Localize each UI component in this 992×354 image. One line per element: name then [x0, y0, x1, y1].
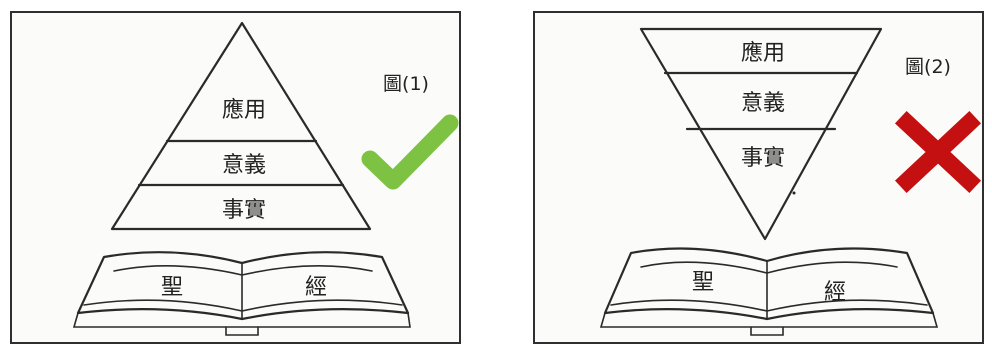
figure-1-panel: 應用 意義 事實 圖(1) 聖 經	[10, 11, 461, 344]
layer-meaning-label: 意義	[222, 153, 266, 178]
figure-2-diagram: 應用 意義 事實 圖(2) 聖 經	[535, 13, 982, 342]
figure-2-caption: 圖(2)	[905, 56, 951, 78]
check-mark-icon	[370, 123, 450, 181]
dot-mark	[793, 192, 796, 195]
book-right-label: 經	[305, 275, 327, 300]
figure-1-diagram: 應用 意義 事實 圖(1) 聖 經	[12, 13, 459, 342]
figure-2-panel: 應用 意義 事實 圖(2) 聖 經	[533, 11, 984, 344]
layer-meaning-label: 意義	[741, 91, 785, 116]
book-left-label: 聖	[161, 275, 183, 300]
layer-fact-label: 事實	[222, 198, 266, 223]
layer-fact-label: 事實	[741, 146, 785, 171]
book-left-label: 聖	[692, 270, 714, 295]
cross-mark-icon	[907, 123, 969, 181]
layer-application-label: 應用	[222, 97, 266, 123]
open-book-icon	[74, 252, 410, 335]
layer-application-label: 應用	[741, 40, 785, 66]
book-right-label: 經	[824, 280, 846, 305]
figure-1-caption: 圖(1)	[383, 73, 429, 95]
open-book-icon	[601, 249, 937, 336]
